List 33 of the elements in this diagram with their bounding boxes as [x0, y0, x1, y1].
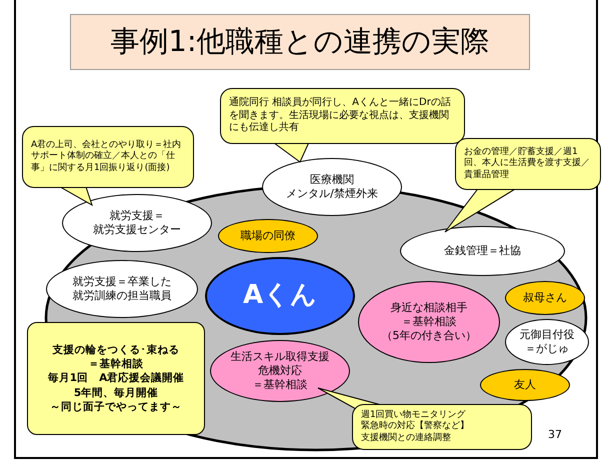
node-text: 金銭管理＝社協 — [444, 244, 521, 258]
node-text: ＝基幹相談 — [252, 378, 308, 392]
node-text: ＝基幹相談 — [88, 357, 144, 372]
node-text: 身近な相談相手 — [390, 300, 468, 315]
node-text: 医療機関 — [310, 172, 354, 187]
node-text: 就労支援＝ — [110, 208, 164, 223]
name-text: Aくん — [242, 279, 318, 312]
node-text: 友人 — [514, 378, 536, 392]
note-box — [27, 322, 205, 435]
node-text: 就労訓練の担当職員 — [72, 289, 172, 304]
node-text: 支援の輪をつくる･束ねる — [52, 343, 180, 358]
callout-text: お金の管理／貯蓄支援／週1回、本人に生活費を渡す支援／貴重品管理 — [464, 147, 591, 181]
node-text: ～同じ面子でやってます～ — [50, 400, 182, 414]
node-text: ＝基幹相談 — [402, 314, 456, 330]
node-text: （5年の付き合い） — [382, 329, 476, 344]
callout-text: 支援機関との連絡調整 — [361, 432, 451, 444]
node-text: 毎月1回 A君応援会議開催 — [48, 371, 184, 386]
node-text: 叔母さん — [523, 290, 567, 306]
callout-text: 通院同行 相談員が同行し、Aくんと一緒にDrの話を聞きます。生活現場に必要な視点は、支援機関にも伝達し共有 — [229, 97, 452, 135]
node-text: ＝がじゅ — [525, 342, 569, 356]
node-text: 危機対応 — [258, 364, 302, 378]
callout-text: A君の上司、会社とのやり取り＝社内サポート体制の確立／本人との「仕事」に関する月1回振り返り(面接) — [31, 140, 182, 174]
node-text: 生活スキル取得支援 — [230, 350, 330, 364]
node-text: 就労支援センター — [93, 223, 181, 238]
callout-text: 週1回買い物モニタリング — [361, 410, 466, 420]
node-text: 職場の同僚 — [240, 228, 296, 244]
node-text: 就労支援＝卒業した — [72, 274, 172, 289]
node-text: メンタル/禁煙外来 — [286, 187, 378, 202]
page-number: 37 — [548, 428, 562, 441]
node-text: 元御目付役 — [520, 328, 574, 342]
node-text: 5年間、毎月開催 — [74, 386, 158, 400]
slide-title: 事例1:他職種との連携の実際 — [70, 14, 530, 70]
callout-text: 緊急時の対応【警察など】 — [361, 421, 469, 432]
